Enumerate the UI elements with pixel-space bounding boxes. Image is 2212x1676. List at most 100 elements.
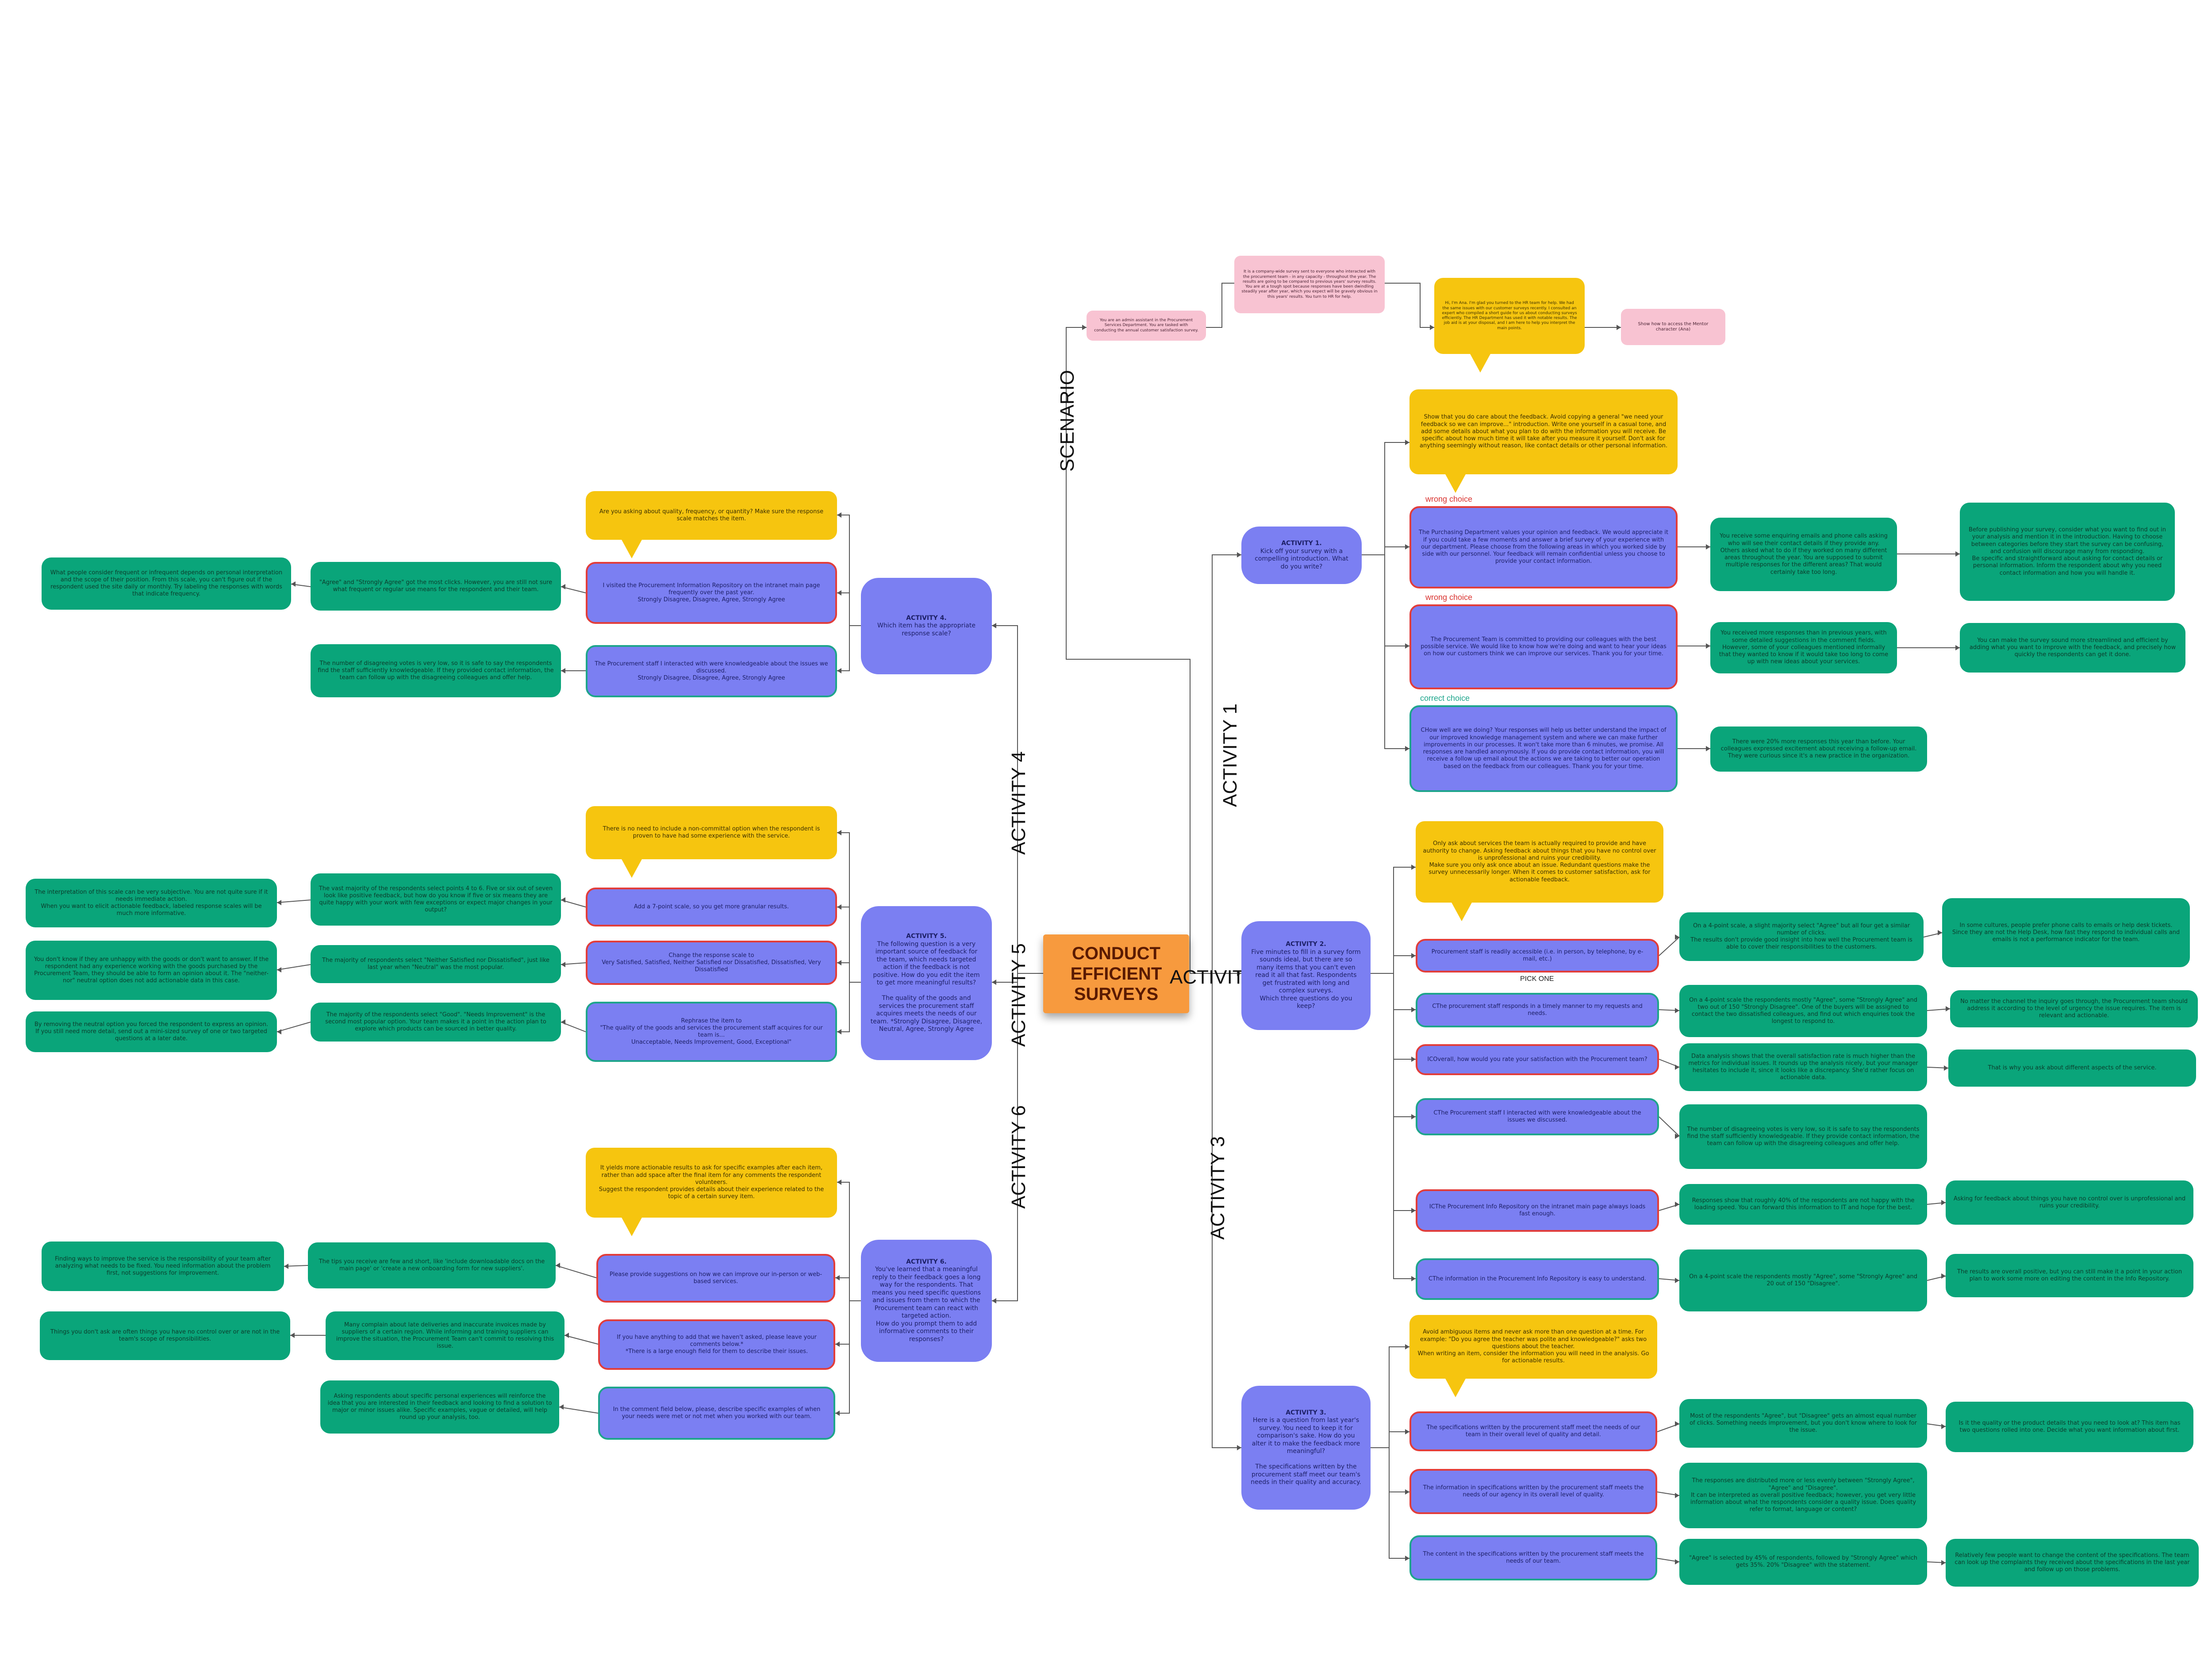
arrowhead [992, 1298, 996, 1303]
activity2-hub-text: Five minutes to fill in a survey form so… [1251, 948, 1361, 1010]
activity2-q6-feedback: The results are overall positive, but yo… [1946, 1254, 2193, 1297]
activity2-question2[interactable]: CThe procurement staff responds in a tim… [1416, 993, 1659, 1027]
scenario-context: It is a company-wide survey sent to ever… [1234, 256, 1385, 313]
activity4-hub-title: ACTIVITY 4. [906, 614, 947, 622]
connector [835, 1301, 850, 1345]
connector [1393, 973, 1416, 1211]
activity4-option1[interactable]: I visited the Procurement Information Re… [586, 562, 837, 624]
correct-choice-label: correct choice [1420, 694, 1470, 703]
connector [1657, 1423, 1680, 1432]
arrowhead [1405, 746, 1409, 751]
activity4-option2[interactable]: The Procurement staff I interacted with … [586, 645, 837, 697]
arrowhead [837, 1180, 841, 1185]
arrowhead [1675, 1134, 1679, 1139]
activity6-hub: ACTIVITY 6.You've learned that a meaning… [861, 1240, 992, 1362]
branch-label-activity4: ACTIVITY 4 [1008, 751, 1029, 855]
activity3-option2[interactable]: The information in specifications writte… [1409, 1469, 1657, 1514]
activity2-question5[interactable]: ICThe Procurement Info Repository on the… [1416, 1189, 1659, 1232]
arrowhead [1944, 1065, 1948, 1071]
arrowhead [277, 967, 281, 973]
activity6-option2[interactable]: If you have anything to add that we have… [598, 1319, 835, 1370]
arrowhead [561, 1019, 565, 1025]
activity2-q1-feedback: In some cultures, people prefer phone ca… [1942, 898, 2190, 967]
activity1-option1[interactable]: The Purchasing Department values your op… [1409, 506, 1678, 588]
activity2-q2-feedback: No matter the channel the inquiry goes t… [1950, 990, 2198, 1027]
arrowhead [837, 830, 841, 835]
arrowhead [1706, 544, 1710, 550]
activity1-hub-text: Kick off your survey with a compelling i… [1255, 547, 1348, 570]
arrowhead [1941, 1200, 1946, 1205]
connector [1927, 1423, 1946, 1427]
arrowhead [1405, 1429, 1409, 1434]
activity4-o1-feedback: What people consider frequent or infrequ… [42, 557, 291, 610]
scenario-intro: You are an admin assistant in the Procur… [1087, 311, 1206, 341]
activity5-o3-feedback: By removing the neutral option you force… [26, 1011, 277, 1052]
connector [1657, 1491, 1680, 1496]
branch-label-activity1: ACTIVITY 1 [1219, 703, 1241, 807]
connector [1659, 1009, 1680, 1011]
activity2-q6-result: On a 4-point scale the respondents mostl… [1679, 1249, 1927, 1311]
activity5-o2-result: The majority of respondents select "Neit… [311, 945, 561, 983]
connector [276, 1022, 311, 1032]
activity4-hint: Are you asking about quality, frequency,… [586, 491, 837, 558]
arrowhead [277, 1029, 281, 1034]
activity2-hub-title: ACTIVITY 2. [1286, 941, 1326, 948]
activity3-o2-result: The responses are distributed more or le… [1679, 1463, 1927, 1528]
arrowhead [561, 668, 565, 673]
connector [1927, 1067, 1949, 1069]
arrowhead [1675, 934, 1679, 940]
connector [837, 1182, 861, 1301]
arrowhead [1082, 325, 1087, 330]
activity1-option2-feedback: You can make the survey sound more strea… [1960, 623, 2185, 673]
activity5-hub-title: ACTIVITY 5. [906, 933, 947, 940]
connector [1393, 973, 1416, 1060]
activity6-o3-result: Asking respondents about specific person… [320, 1380, 559, 1434]
connector [1389, 1448, 1409, 1492]
activity5-option3[interactable]: Rephrase the item to "The quality of the… [586, 1002, 837, 1062]
activity5-option2[interactable]: Change the response scale to Very Satisf… [586, 941, 837, 985]
activity6-option1[interactable]: Please provide suggestions on how we can… [596, 1254, 835, 1303]
arrowhead [1941, 1273, 1946, 1279]
connector [835, 1277, 850, 1301]
connector [564, 1335, 599, 1345]
connector [555, 1265, 597, 1278]
arrowhead [1411, 1007, 1416, 1012]
activity2-question1[interactable]: Procurement staff is readily accessible … [1416, 939, 1659, 973]
activity6-hub-text: You've learned that a meaningful reply t… [872, 1266, 981, 1343]
activity2-q5-feedback: Asking for feedback about things you hav… [1946, 1180, 2193, 1225]
activity3-option3[interactable]: The content in the specifications writte… [1409, 1535, 1657, 1580]
arrowhead [561, 962, 565, 967]
arrowhead [1617, 325, 1621, 330]
connector [837, 982, 850, 1032]
connector [837, 832, 861, 983]
activity3-o1-feedback: Is it the quality or the product details… [1946, 1402, 2193, 1452]
arrowhead [992, 623, 996, 628]
arrowhead [1405, 440, 1409, 445]
activity1-option2[interactable]: The Procurement Team is committed to pro… [1409, 604, 1678, 689]
connector [561, 962, 586, 965]
connector [1393, 973, 1416, 1279]
activity5-o2-feedback: You don't know if they are unhappy with … [26, 941, 277, 1000]
activity1-option2-result: You received more responses than in prev… [1710, 622, 1897, 673]
arrowhead [1237, 552, 1241, 557]
connector [1393, 973, 1416, 1117]
activity2-q5-result: Responses show that roughly 40% of the r… [1679, 1184, 1927, 1225]
activity6-option3[interactable]: In the comment field below, please, desc… [598, 1387, 835, 1440]
arrowhead [1955, 551, 1960, 557]
connector [276, 964, 311, 970]
activity5-hub: ACTIVITY 5.The following question is a v… [861, 906, 992, 1060]
activity4-hub-text: Which item has the appropriate response … [877, 622, 975, 637]
activity5-option1[interactable]: Add a 7-point scale, so you get more gra… [586, 888, 837, 926]
activity2-question6[interactable]: CThe information in the Procurement Info… [1416, 1258, 1659, 1300]
activity1-option3[interactable]: CHow well are we doing? Your responses w… [1409, 705, 1678, 792]
arrowhead [1405, 643, 1409, 649]
activity1-option1-feedback: Before publishing your survey, consider … [1960, 503, 2175, 601]
activity2-q2-result: On a 4-point scale the respondents mostl… [1679, 985, 1927, 1037]
activity5-hint: There is no need to include a non-commit… [586, 806, 837, 878]
activity2-question3[interactable]: ICOverall, how would you rate your satis… [1416, 1044, 1659, 1075]
activity2-question4[interactable]: CThe Procurement staff I interacted with… [1416, 1098, 1659, 1135]
arrowhead [1411, 1276, 1416, 1281]
activity3-option1[interactable]: The specifications written by the procur… [1409, 1411, 1657, 1451]
mentor-access-note: Show how to access the Mentor character … [1621, 309, 1725, 345]
arrowhead [835, 1342, 840, 1347]
